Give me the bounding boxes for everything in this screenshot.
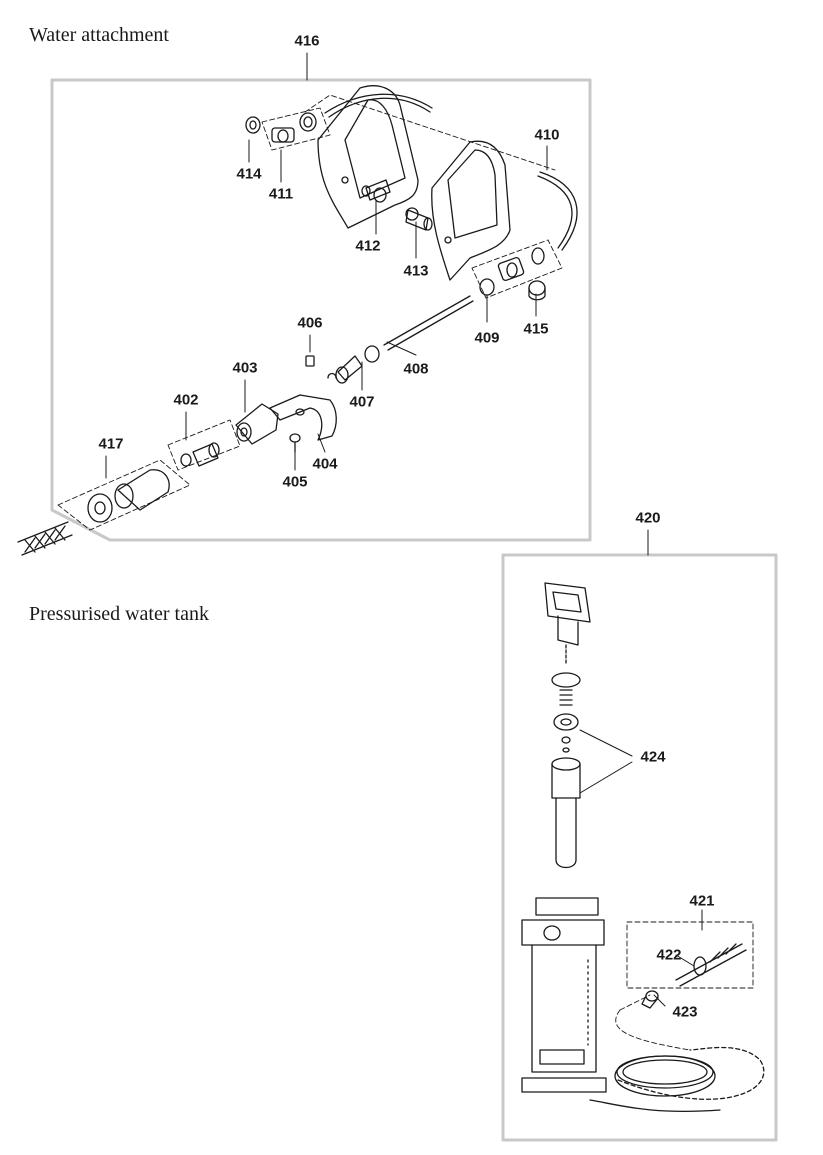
dash-groups bbox=[57, 94, 754, 1051]
callout-420: 420 bbox=[635, 509, 661, 527]
callout-416: 416 bbox=[294, 32, 320, 50]
water-attachment-frame bbox=[50, 78, 592, 542]
callout-411: 411 bbox=[268, 185, 294, 203]
cap-415 bbox=[528, 280, 546, 301]
callout-413: 413 bbox=[403, 262, 429, 280]
tank-lance-421 bbox=[675, 943, 747, 987]
tank-body bbox=[521, 897, 607, 1093]
leader-lines bbox=[105, 52, 703, 1007]
valve-413 bbox=[405, 207, 433, 231]
title-water-attachment: Water attachment bbox=[29, 24, 169, 46]
tank-pump-parts bbox=[551, 644, 581, 753]
housing-403 bbox=[235, 403, 279, 445]
tank-pump-cylinder bbox=[551, 757, 581, 869]
valve-412 bbox=[361, 179, 391, 203]
connector-407 bbox=[327, 345, 380, 384]
tank-hose-coil bbox=[589, 1046, 765, 1112]
tank-nozzle-423 bbox=[641, 990, 659, 1009]
callout-405: 405 bbox=[282, 473, 308, 491]
callout-414: 414 bbox=[236, 165, 262, 183]
braided-hose-end bbox=[17, 521, 73, 556]
bracket-404 bbox=[269, 394, 337, 441]
callout-404: 404 bbox=[312, 455, 338, 473]
callout-408: 408 bbox=[403, 360, 429, 378]
nipple-402 bbox=[180, 442, 220, 467]
callout-422: 422 bbox=[656, 946, 682, 964]
callout-423: 423 bbox=[672, 1003, 698, 1021]
coupler-417 bbox=[87, 469, 170, 523]
clip-406 bbox=[305, 355, 315, 367]
shield-upper bbox=[317, 85, 419, 229]
callout-410: 410 bbox=[534, 126, 560, 144]
coupling-409 bbox=[479, 247, 545, 296]
screw-405 bbox=[289, 433, 301, 453]
callout-421: 421 bbox=[689, 892, 715, 910]
fitting-411 bbox=[245, 112, 317, 143]
tank-handle bbox=[544, 582, 591, 646]
hose-410 bbox=[324, 93, 578, 251]
callout-415: 415 bbox=[523, 320, 549, 338]
callout-412: 412 bbox=[355, 237, 381, 255]
callout-409: 409 bbox=[474, 329, 500, 347]
callout-407: 407 bbox=[349, 393, 375, 411]
callout-406: 406 bbox=[297, 314, 323, 332]
water-tank-frame bbox=[501, 553, 778, 1142]
callout-417: 417 bbox=[98, 435, 124, 453]
tube-408 bbox=[383, 295, 474, 351]
callout-403: 403 bbox=[232, 359, 258, 377]
shield-lower bbox=[431, 140, 511, 281]
callout-424: 424 bbox=[640, 748, 666, 766]
title-pressurised-water-tank: Pressurised water tank bbox=[29, 603, 209, 625]
callout-402: 402 bbox=[173, 391, 199, 409]
